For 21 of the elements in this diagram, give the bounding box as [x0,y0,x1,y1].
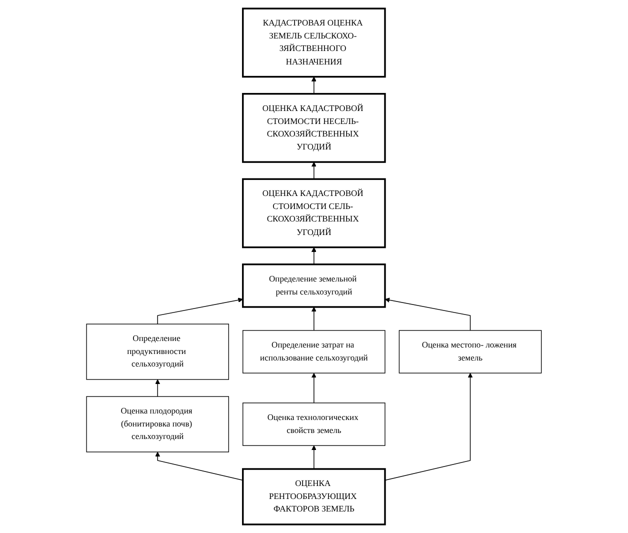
arrow [155,379,160,397]
node-box: Определение продуктивности сельхозугодий [86,324,230,380]
arrow [157,298,244,324]
arrow [384,372,473,481]
arrow [312,76,316,94]
arrow [312,372,316,404]
arrow [312,445,316,470]
node-box: ОЦЕНКА КАДАСТРОВОЙ СТОИМОСТИ НЕСЕЛЬ- СКОХОЗЯЙСТВЕННЫХ УГОДИЙ [242,92,386,163]
arrow [384,298,471,331]
node-box: Оценка технологических свойств земель [242,402,386,446]
arrow [312,306,316,331]
arrow [312,247,316,265]
node-box: ОЦЕНКА КАДАСТРОВОЙ СТОИМОСТИ СЕЛЬ- СКОХОЗЯЙСТВЕННЫХ УГОДИЙ [242,178,386,248]
node-box: Оценка местопо- ложения земель [398,330,542,374]
node-box: Определение земельной ренты сельхозугодий [242,264,386,308]
node-box: Определение затрат на использование сельхозугодий [242,330,386,374]
arrow [155,452,244,481]
node-box: Оценка плодородия (бонитировка почв) сельхозугодий [86,396,230,452]
arrow [312,162,316,180]
node-box: ОЦЕНКА РЕНТООБРАЗУЮЩИХ ФАКТОРОВ ЗЕМЕЛЬ [242,468,386,526]
node-box: КАДАСТРОВАЯ ОЦЕНКА ЗЕМЕЛЬ СЕЛЬСКОХО- ЗЯЙСТВЕННОГО НАЗНАЧЕНИЯ [242,8,386,78]
